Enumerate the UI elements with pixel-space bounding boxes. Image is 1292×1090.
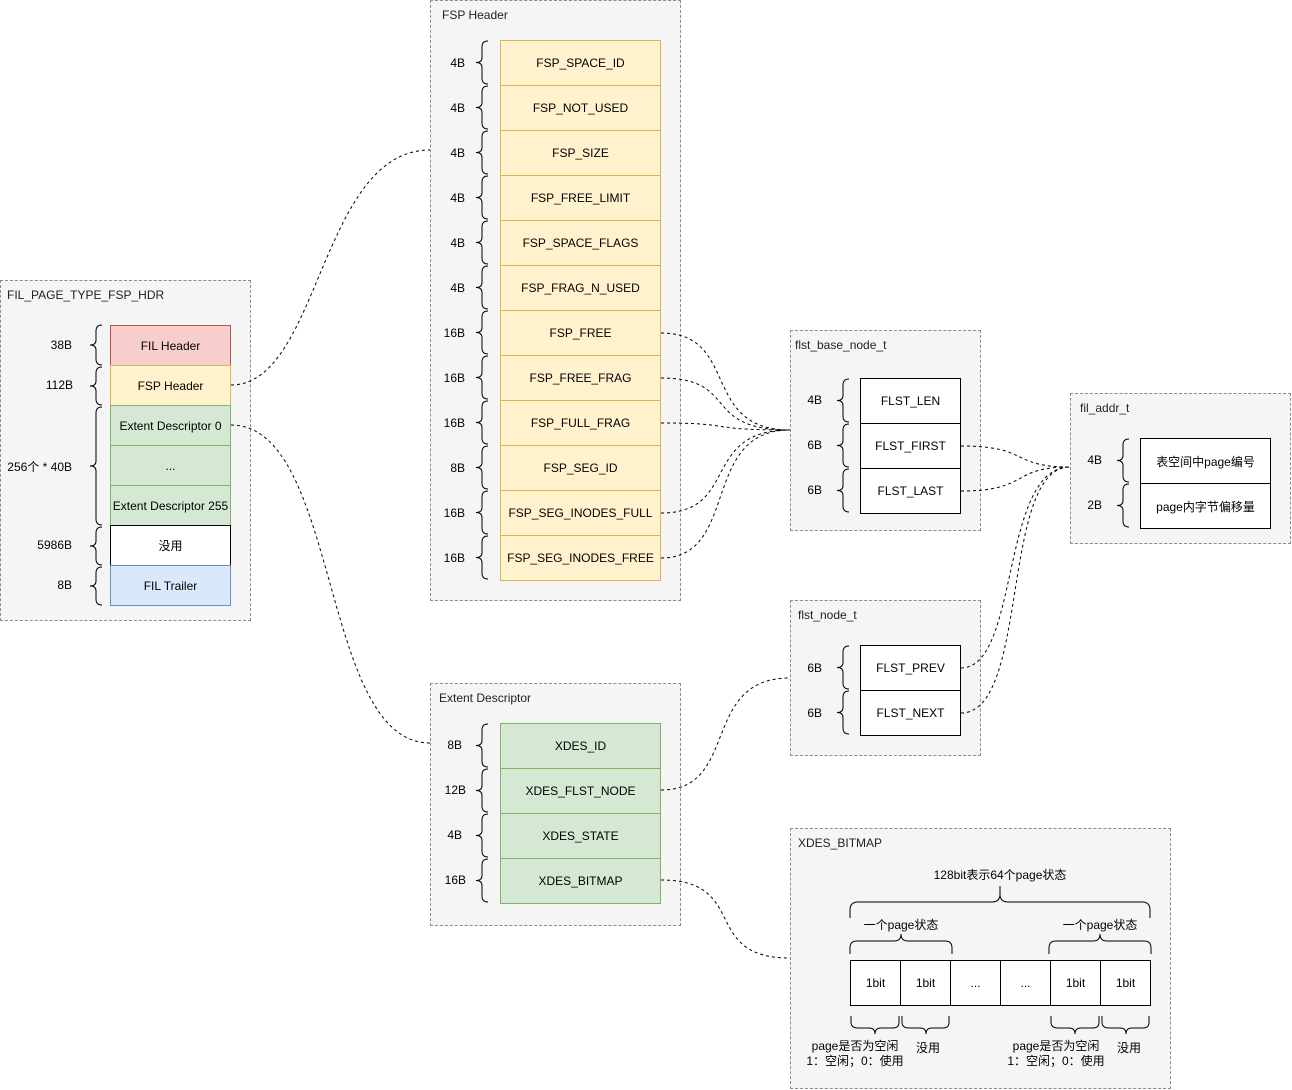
extent-descriptor-0-cell: Extent Descriptor 0 [110,405,231,446]
flst-next-cell: FLST_NEXT [860,690,961,736]
free-flag-values: 1：空闲；0：使用 [806,1054,904,1068]
fil-page-size-label: 112B [45,378,73,392]
fsp-field-cell: FSP_SEG_INODES_FULL [500,490,661,536]
extent-size-label: 8B [447,738,462,752]
fsp-size-label: 4B [450,146,465,160]
page-number-cell: 表空间中page编号 [1140,438,1271,484]
fsp-size-label: 16B [443,551,465,565]
fil-addr-size-label: 2B [1087,498,1102,512]
unused-bit-label-right: 没用 [1116,1041,1141,1055]
bit-cell: 1bit [850,960,901,1006]
fsp-size-label: 16B [443,506,465,520]
fsp-field-cell: FSP_FREE_FRAG [500,355,661,401]
fsp-field-cell: FSP_SEG_INODES_FREE [500,535,661,581]
xdes-id-cell: XDES_ID [500,723,661,769]
fsp-field-cell: FSP_SEG_ID [500,445,661,491]
fil-page-size-label: 38B [50,338,72,352]
flst-prev-cell: FLST_PREV [860,645,961,691]
fsp-field-cell: FSP_FULL_FRAG [500,400,661,446]
fil-addr-title: fil_addr_t [1080,401,1130,415]
fil-trailer-cell: FIL Trailer [110,565,231,606]
fil-addr-size-label: 4B [1087,453,1102,467]
bit-cell: 1bit [900,960,951,1006]
bit-ellipsis-cell: ... [950,960,1001,1006]
fsp-header-cell: FSP Header [110,365,231,406]
free-flag-label-right: page是否为空闲 1：空闲；0：使用 [996,1039,1116,1069]
extent-size-label: 16B [444,873,466,887]
flst-node-size-label: 6B [807,661,822,675]
extent-descriptor-title: Extent Descriptor [439,691,532,705]
fsp-size-label: 16B [443,416,465,430]
fil-page-size-label: 256个 * 40B [7,460,72,474]
xdes-bitmap-title: XDES_BITMAP [798,836,883,850]
extent-size-label: 12B [444,783,466,797]
fsp-field-cell: FSP_SPACE_FLAGS [500,220,661,266]
free-flag-title: page是否为空闲 [1012,1039,1100,1053]
page-state-label-right: 一个page状态 [1062,918,1138,932]
fsp-field-cell: FSP_FRAG_N_USED [500,265,661,311]
flst-base-node-title: flst_base_node_t [795,338,887,352]
bit-cell: 1bit [1100,960,1151,1006]
connector-extent-descriptor [230,424,431,744]
xdes-bitmap-cell: XDES_BITMAP [500,858,661,904]
xdes-flst-node-cell: XDES_FLST_NODE [500,768,661,814]
unused-cell: 没用 [110,525,231,566]
fil-page-title: FIL_PAGE_TYPE_FSP_HDR [7,288,165,302]
bit-ellipsis-cell: ... [1000,960,1051,1006]
extent-descriptor-ellipsis-cell: ... [110,445,231,486]
flst-base-size-label: 6B [807,483,822,497]
free-flag-label-left: page是否为空闲 1：空闲；0：使用 [795,1039,915,1069]
fsp-size-label: 4B [450,236,465,250]
fsp-size-label: 8B [450,461,465,475]
byte-offset-cell: page内字节偏移量 [1140,483,1271,529]
flst-node-size-label: 6B [807,706,822,720]
flst-base-size-label: 4B [807,393,822,407]
fsp-size-label: 4B [450,281,465,295]
xdes-state-cell: XDES_STATE [500,813,661,859]
unused-bit-label-left: 没用 [915,1041,940,1055]
fsp-size-label: 16B [443,326,465,340]
fsp-size-label: 4B [450,101,465,115]
free-flag-title: page是否为空闲 [811,1039,899,1053]
fsp-field-cell: FSP_FREE [500,310,661,356]
fil-page-size-label: 5986B [37,538,72,552]
extent-descriptor-255-cell: Extent Descriptor 255 [110,485,231,526]
fil-page-size-label: 8B [57,578,72,592]
bit-cell: 1bit [1050,960,1101,1006]
fsp-field-cell: FSP_SPACE_ID [500,40,661,86]
fsp-size-label: 4B [450,191,465,205]
flst-node-title: flst_node_t [798,608,857,622]
flst-base-size-label: 6B [807,438,822,452]
bitmap-total-label: 128bit表示64个page状态 [933,868,1067,882]
flst-first-cell: FLST_FIRST [860,423,961,469]
fsp-size-label: 4B [450,56,465,70]
connector-fsp-header [230,149,431,386]
fsp-field-cell: FSP_FREE_LIMIT [500,175,661,221]
fsp-header-title: FSP Header [442,8,508,22]
flst-last-cell: FLST_LAST [860,468,961,514]
fsp-size-label: 16B [443,371,465,385]
fil-header-cell: FIL Header [110,325,231,366]
xdes-bitmap-group: XDES_BITMAP [790,828,1171,1089]
extent-size-label: 4B [447,828,462,842]
free-flag-values: 1：空闲；0：使用 [1007,1054,1105,1068]
fsp-field-cell: FSP_SIZE [500,130,661,176]
fsp-field-cell: FSP_NOT_USED [500,85,661,131]
page-state-label-left: 一个page状态 [863,918,939,932]
flst-len-cell: FLST_LEN [860,378,961,424]
